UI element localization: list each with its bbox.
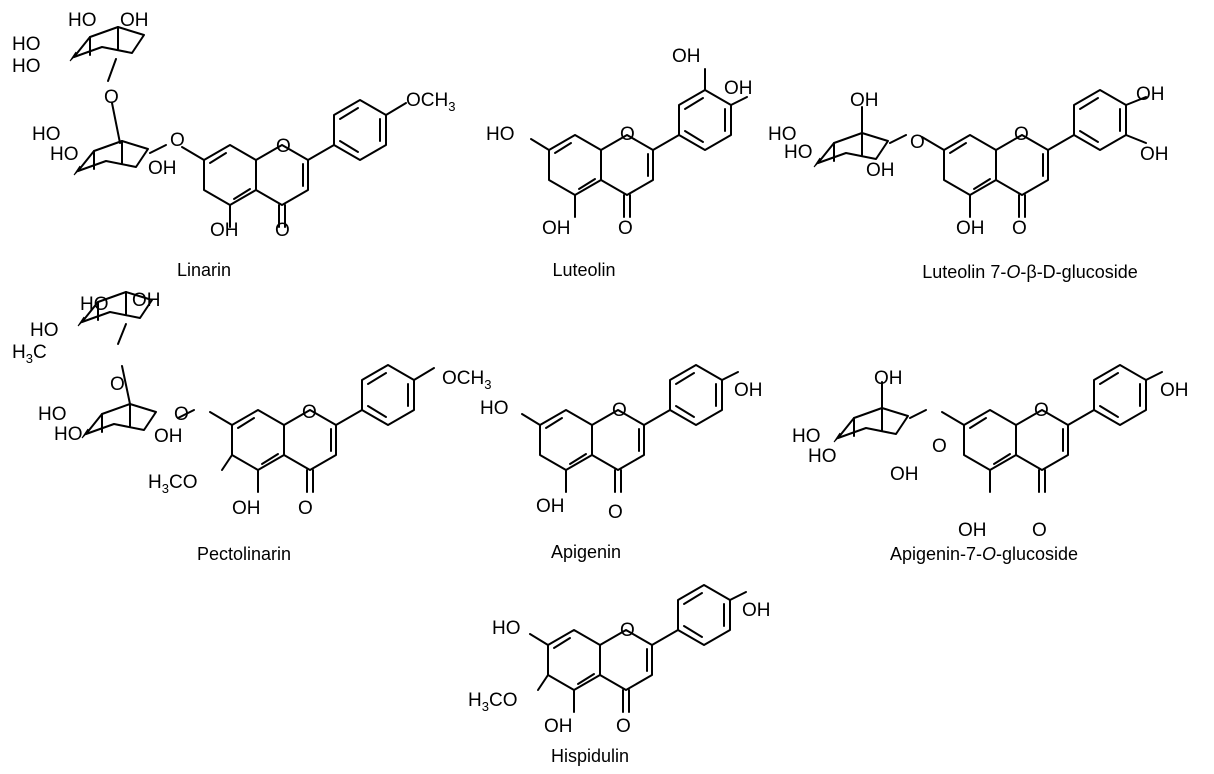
caption-linarin: Linarin xyxy=(177,260,231,280)
atom-label: H3CO xyxy=(468,690,517,714)
atom-label: OH xyxy=(210,220,239,241)
atom-labels: HO OH HO HO O HO HO OH O O OH O OCH3 OH … xyxy=(12,10,1189,737)
atom-label: OH xyxy=(890,464,919,485)
atom-label: O xyxy=(910,132,925,153)
atom-label: HO xyxy=(12,34,41,55)
atom-label: OH xyxy=(1136,84,1165,105)
atom-label: HO xyxy=(768,124,797,145)
atom-label: O xyxy=(298,498,313,519)
luteolin-7-glucoside-structure xyxy=(813,89,1147,218)
caption-apigenin: Apigenin xyxy=(551,542,621,562)
atom-label: OH xyxy=(154,426,183,447)
atom-label: O xyxy=(170,130,185,151)
apigenin-7-glucoside-structure xyxy=(833,364,1163,493)
luteolin-structure xyxy=(530,68,748,218)
atom-label: HO xyxy=(32,124,61,145)
hispidulin-structure xyxy=(529,584,747,713)
atom-label: OH xyxy=(956,218,985,239)
caption-luteolin-7-glucoside: Luteolin 7-O-β-D-glucoside xyxy=(922,262,1137,282)
atom-label: O xyxy=(110,374,125,395)
atom-label: O xyxy=(1012,218,1027,239)
atom-label: OH xyxy=(734,380,763,401)
atom-label: O xyxy=(174,404,189,425)
atom-label: OH xyxy=(536,496,565,517)
atom-label: HO xyxy=(54,424,83,445)
atom-label: O xyxy=(618,218,633,239)
atom-label: OH xyxy=(1140,144,1169,165)
atom-label: OCH3 xyxy=(406,90,455,114)
atom-label: O xyxy=(275,220,290,241)
atom-label: O xyxy=(276,136,291,157)
linarin-structure xyxy=(69,26,407,228)
atom-label: O xyxy=(608,502,623,523)
atom-label: HO xyxy=(30,320,59,341)
atom-label: H3C xyxy=(12,342,47,366)
atom-label: O xyxy=(1034,400,1049,421)
atom-label: OH xyxy=(542,218,571,239)
atom-label: HO xyxy=(38,404,67,425)
atom-label: OH xyxy=(132,290,161,311)
atom-label: OH xyxy=(724,78,753,99)
atom-label: OH xyxy=(148,158,177,179)
atom-label: HO xyxy=(792,426,821,447)
atom-label: O xyxy=(612,400,627,421)
atom-label: OH xyxy=(120,10,149,31)
atom-label: O xyxy=(104,87,119,108)
atom-label: O xyxy=(302,402,317,423)
compound-captions: Linarin Luteolin Luteolin 7-O-β-D-glucos… xyxy=(177,260,1138,766)
apigenin-structure xyxy=(521,364,739,493)
atom-label: OH xyxy=(874,368,903,389)
atom-label: O xyxy=(620,620,635,641)
atom-label: O xyxy=(616,716,631,737)
atom-label: OH xyxy=(1160,380,1189,401)
atom-label: HO xyxy=(784,142,813,163)
atom-label: HO xyxy=(12,56,41,77)
caption-apigenin-7-glucoside: Apigenin-7-O-glucoside xyxy=(890,544,1078,564)
caption-luteolin: Luteolin xyxy=(552,260,615,280)
pectolinarin-structure xyxy=(77,291,435,493)
atom-label: OH xyxy=(958,520,987,541)
atom-label: OCH3 xyxy=(442,368,491,392)
atom-label: OH xyxy=(742,600,771,621)
atom-label: HO xyxy=(808,446,837,467)
caption-hispidulin: Hispidulin xyxy=(551,746,629,766)
atom-label: OH xyxy=(544,716,573,737)
atom-label: OH xyxy=(672,46,701,67)
caption-pectolinarin: Pectolinarin xyxy=(197,544,291,564)
atom-label: OH xyxy=(866,160,895,181)
atom-label: H3CO xyxy=(148,472,197,496)
atom-label: HO xyxy=(50,144,79,165)
atom-label: HO xyxy=(480,398,509,419)
atom-label: O xyxy=(1032,520,1047,541)
atom-label: HO xyxy=(80,294,109,315)
atom-label: HO xyxy=(486,124,515,145)
atom-label: O xyxy=(620,124,635,145)
atom-label: O xyxy=(1014,124,1029,145)
atom-label: HO xyxy=(68,10,97,31)
atom-label: OH xyxy=(232,498,261,519)
atom-label: OH xyxy=(850,90,879,111)
atom-label: HO xyxy=(492,618,521,639)
atom-label: O xyxy=(932,436,947,457)
